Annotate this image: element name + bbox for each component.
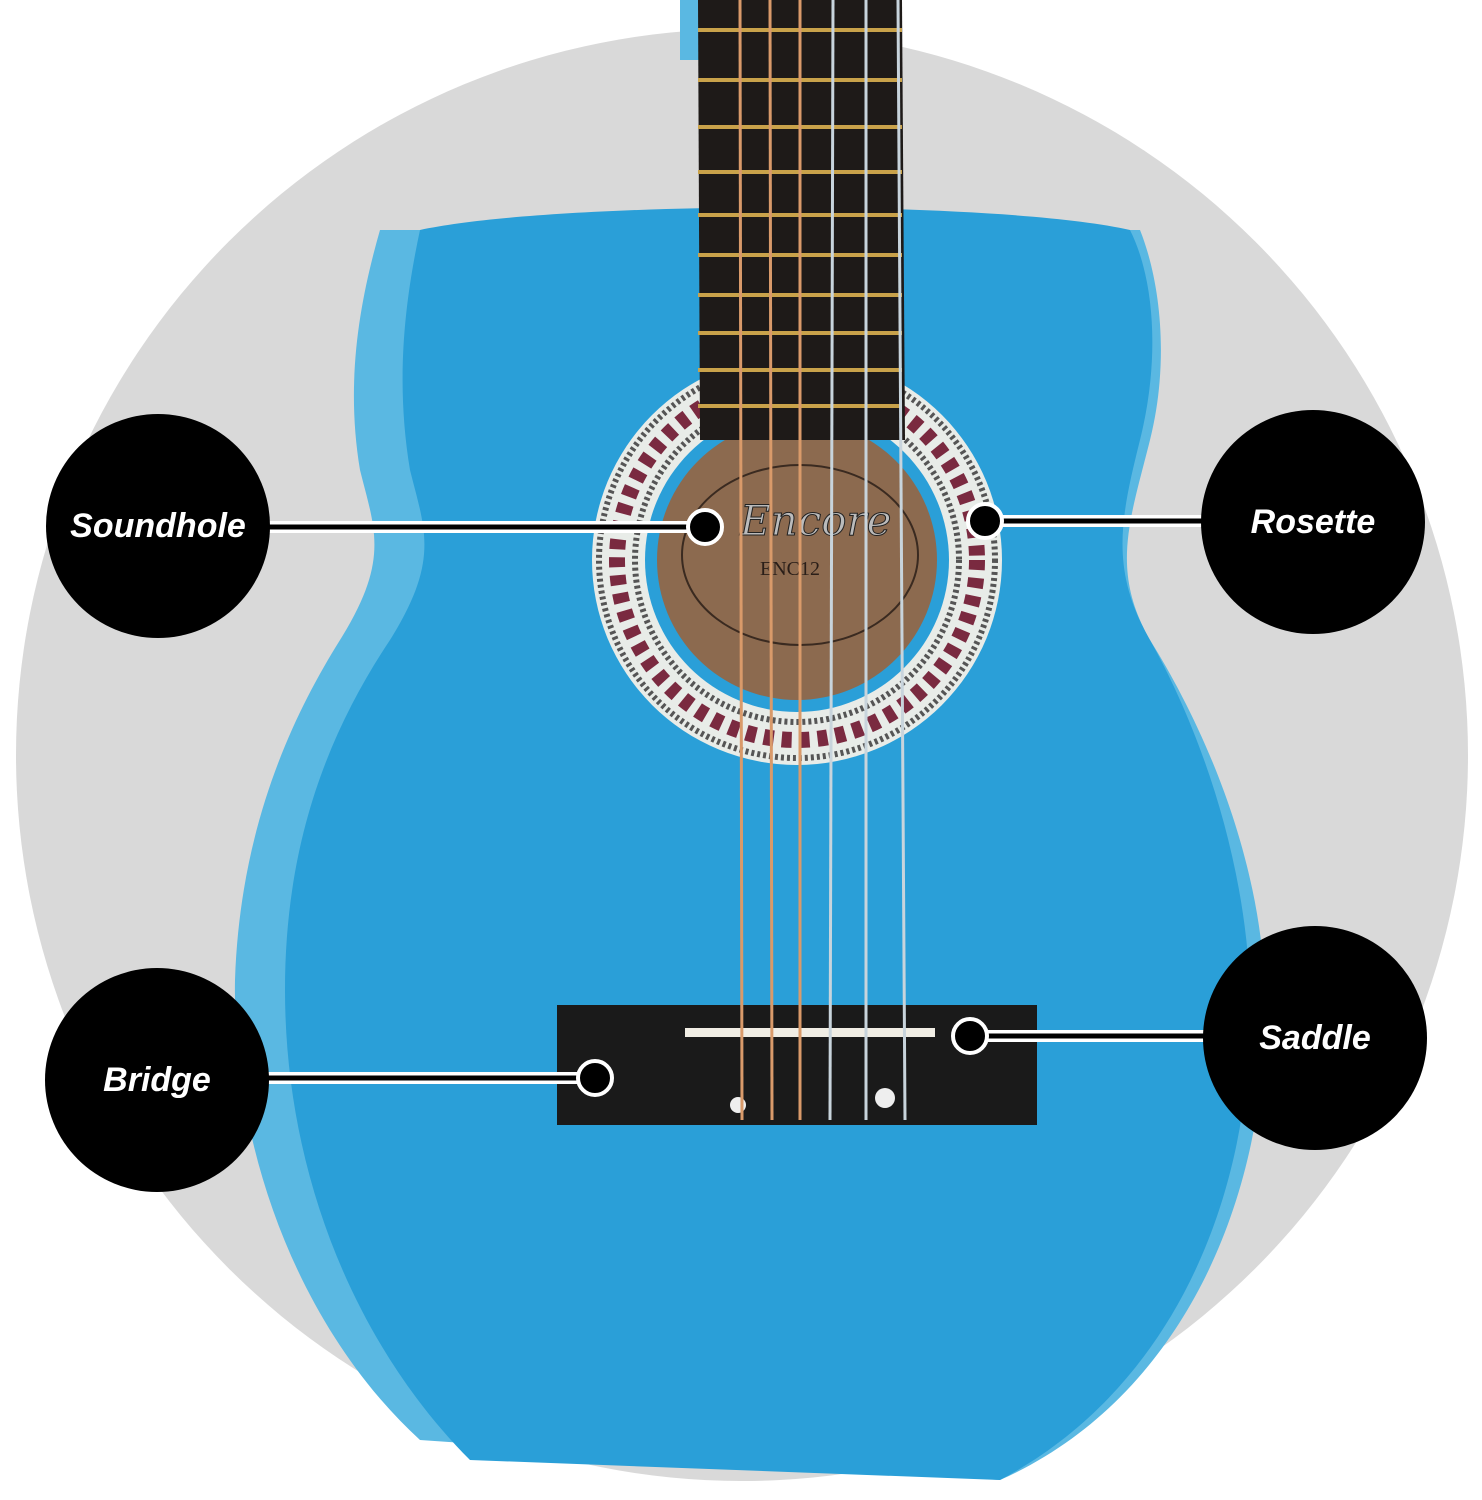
- soundhole-label-text: Soundhole: [70, 506, 246, 545]
- rosette-marker: [966, 502, 1004, 540]
- bridge-inlay-dot: [875, 1088, 895, 1108]
- bridge-inlay-dot: [730, 1097, 746, 1113]
- saddle-label: Saddle: [1203, 926, 1427, 1150]
- string: [828, 0, 835, 1121]
- bridge-label-text: Bridge: [103, 1060, 211, 1099]
- saddle-marker: [951, 1017, 989, 1055]
- soundhole-marker: [686, 508, 724, 546]
- rosette-label: Rosette: [1201, 410, 1425, 634]
- saddle-label-text: Saddle: [1259, 1018, 1371, 1057]
- leader-markers: [576, 502, 1004, 1097]
- leader-lines: [260, 518, 1210, 1081]
- soundhole-label: Soundhole: [46, 414, 270, 638]
- saddle: [685, 1028, 935, 1037]
- string: [896, 0, 907, 1121]
- string: [738, 0, 744, 1121]
- string: [768, 0, 774, 1121]
- rosette-label-text: Rosette: [1250, 502, 1376, 541]
- strings: [738, 0, 907, 1121]
- bridge-marker: [576, 1059, 614, 1097]
- brand-logo: Encore: [739, 496, 891, 545]
- model-text: ENC12: [760, 558, 820, 580]
- bridge-label: Bridge: [45, 968, 269, 1192]
